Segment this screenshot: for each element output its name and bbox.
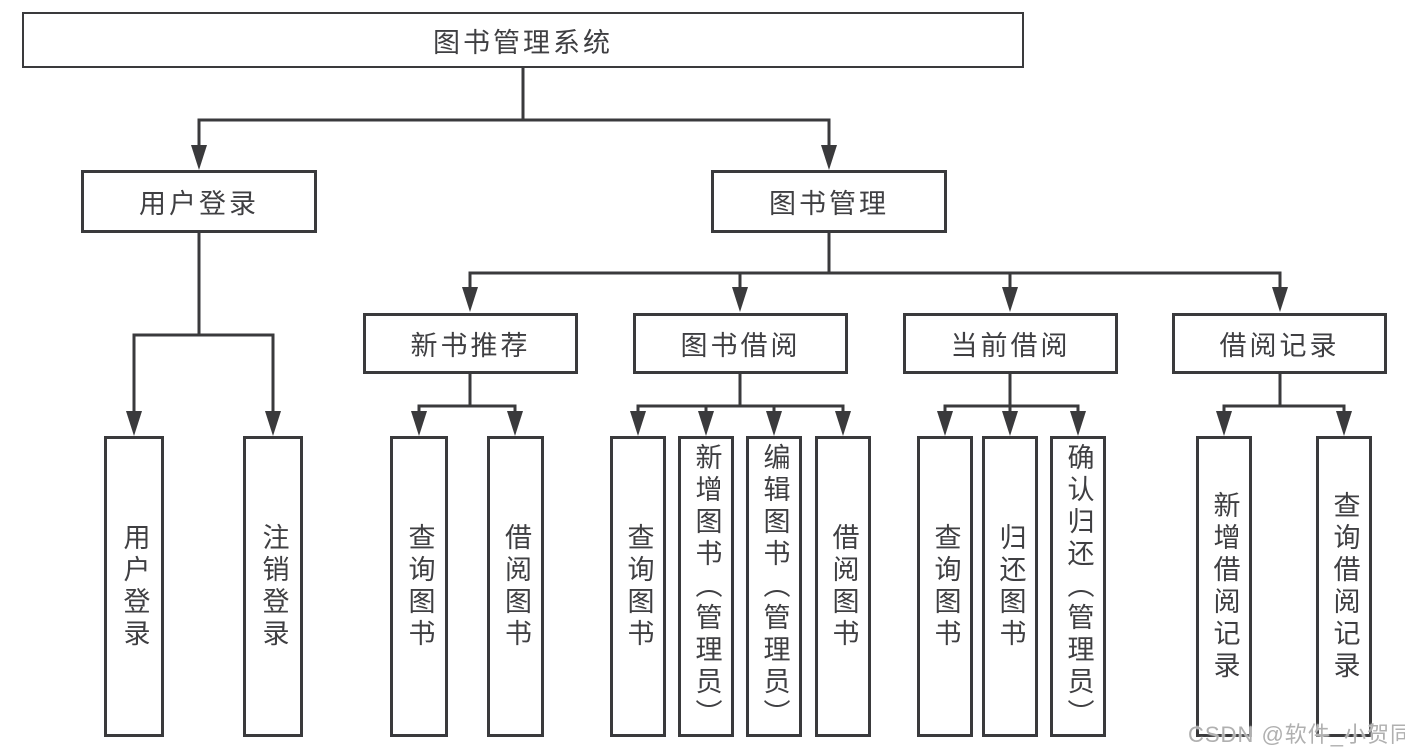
leaf-add-books-admin: 新增图书（管理员） <box>678 436 734 737</box>
leaf-user-login: 用户登录 <box>104 436 164 737</box>
leaf-query-borrowing-record: 查询借阅记录 <box>1316 436 1372 737</box>
node-new-book-recommendation: 新书推荐 <box>363 313 578 374</box>
node-borrowing-records: 借阅记录 <box>1172 313 1387 374</box>
arrowhead <box>126 411 142 436</box>
connector-book-borrowing-children <box>630 372 851 436</box>
leaf-add-borrowing-record: 新增借阅记录 <box>1196 436 1252 737</box>
leaf-logout-login: 注销登录 <box>243 436 303 737</box>
connector-current-borrowing-children <box>937 372 1086 436</box>
node-current-borrowing: 当前借阅 <box>903 313 1118 374</box>
leaf-borrow-books-borrowing: 借阅图书 <box>815 436 871 737</box>
leaf-query-books-borrowing: 查询图书 <box>610 436 666 737</box>
leaf-edit-books-admin: 编辑图书（管理员） <box>746 436 802 737</box>
connector-user-login-children <box>126 231 281 436</box>
arrowhead <box>1002 287 1018 312</box>
connector-new-book-recommendation-children <box>411 372 523 436</box>
arrowhead <box>1070 411 1086 436</box>
node-library-management-system: 图书管理系统 <box>22 12 1024 68</box>
arrowhead <box>1336 411 1352 436</box>
leaf-borrow-books-recommend: 借阅图书 <box>487 436 544 737</box>
arrowhead <box>821 145 837 170</box>
csdn-watermark: CSDN @软件_小贺同学 <box>1188 722 1405 747</box>
arrowhead <box>462 287 478 312</box>
arrowhead <box>630 411 646 436</box>
arrowhead <box>698 411 714 436</box>
arrowhead <box>265 411 281 436</box>
arrowhead <box>1216 411 1232 436</box>
leaf-confirm-return-admin: 确认归还（管理员） <box>1050 436 1106 737</box>
connector-book-management-children <box>462 231 1288 312</box>
arrowhead <box>732 287 748 312</box>
connector-borrowing-records-children <box>1216 372 1352 436</box>
arrowhead <box>411 411 427 436</box>
arrowhead <box>191 145 207 170</box>
arrowhead <box>1002 411 1018 436</box>
leaf-query-books-current: 查询图书 <box>917 436 973 737</box>
node-book-management: 图书管理 <box>711 170 947 233</box>
arrowhead <box>835 411 851 436</box>
arrowhead <box>1272 287 1288 312</box>
arrowhead <box>937 411 953 436</box>
connector-root-children <box>191 66 837 170</box>
leaf-query-books-recommend: 查询图书 <box>390 436 448 737</box>
arrowhead <box>507 411 523 436</box>
node-user-login: 用户登录 <box>81 170 317 233</box>
leaf-return-books: 归还图书 <box>982 436 1038 737</box>
arrowhead <box>766 411 782 436</box>
node-book-borrowing: 图书借阅 <box>633 313 848 374</box>
